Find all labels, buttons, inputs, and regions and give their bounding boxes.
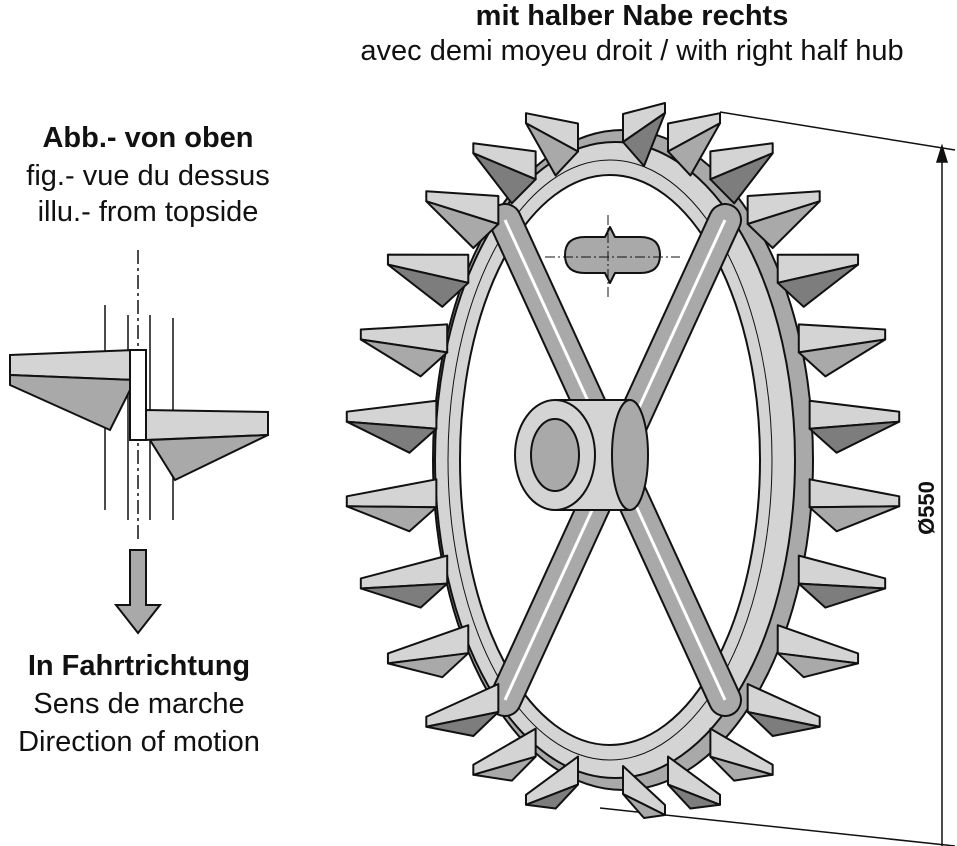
spike-underside: [359, 582, 449, 609]
spike-underside: [472, 152, 537, 205]
dimension-arrow-icon: [935, 143, 949, 163]
top-view-label-fr: fig.- vue du dessus: [26, 160, 270, 192]
spike-underside: [425, 200, 500, 249]
spike-underside: [425, 711, 500, 738]
spike: [345, 478, 438, 509]
spike-underside: [808, 505, 901, 533]
diameter-label: Ø550: [914, 481, 939, 535]
direction-label-de: In Fahrtrichtung: [27, 650, 251, 682]
spike-underside: [524, 122, 580, 177]
spike-underside: [808, 420, 901, 454]
hub-end: [611, 399, 649, 511]
spike-underside: [345, 420, 438, 454]
direction-label-fr: Sens de marche: [33, 688, 245, 720]
rim-groove: [447, 159, 773, 761]
spike-underside: [746, 711, 821, 738]
spike-underside: [709, 152, 774, 205]
spike-underside: [386, 652, 470, 679]
hub-bore: [530, 418, 580, 492]
spike-underside: [622, 112, 666, 167]
spike-underside: [386, 263, 470, 308]
spike-underside: [666, 122, 722, 177]
spike-underside: [472, 755, 537, 782]
top-view-label-en: illu.- from topside: [37, 196, 259, 228]
spike: [808, 478, 901, 509]
direction-arrow-icon: [113, 549, 163, 635]
spike-underside: [746, 200, 821, 249]
top-view-label-de: Abb.- von oben: [42, 122, 254, 154]
spike-underside: [776, 652, 860, 679]
title-de: mit halber Nabe rechts: [475, 0, 789, 32]
spike-underside: [345, 505, 438, 533]
spike-underside: [359, 338, 449, 378]
top-view-sketch: [9, 250, 269, 635]
spike-underside: [797, 338, 887, 378]
shaft-section: [564, 226, 661, 284]
spike-underside: [709, 755, 774, 782]
spike-underside: [524, 783, 580, 810]
spike-underside: [776, 263, 860, 308]
spike-underside: [666, 783, 722, 810]
spiked-wheel: [345, 102, 901, 819]
title-fr-en: avec demi moyeu droit / with right half …: [360, 35, 904, 67]
spike-underside: [797, 582, 887, 609]
direction-label-en: Direction of motion: [18, 726, 260, 758]
spike-underside: [622, 793, 666, 819]
